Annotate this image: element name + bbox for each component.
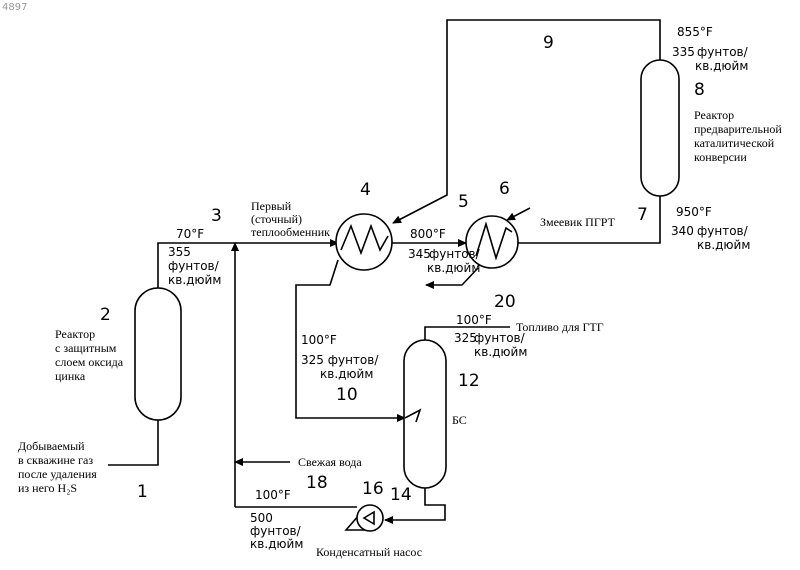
stream-8: 8 (694, 80, 705, 100)
stream-9-line (393, 20, 660, 223)
c9-press: 335 (672, 45, 695, 59)
stream-18: 18 (306, 473, 328, 493)
c5-unit1: фунтов/ (429, 247, 481, 261)
stream-7: 7 (637, 205, 648, 225)
c3-press: 355 (168, 245, 191, 259)
c10-unit2: кв.дюйм (320, 367, 373, 381)
condensate-pump (346, 505, 383, 531)
c18-press: 500 (250, 511, 273, 525)
stream-5: 5 (458, 192, 469, 212)
first-hx-label-3: теплообменник (251, 225, 330, 239)
c5-unit2: кв.дюйм (427, 261, 480, 275)
c7-press: 340 (671, 224, 694, 238)
stream-12: 12 (458, 371, 480, 391)
stream-14: 14 (390, 485, 412, 505)
c5-press: 345 (408, 247, 431, 261)
c20-temp: 100°F (456, 313, 492, 327)
zinc-reactor-label-4: цинка (55, 369, 86, 383)
c7-unit2: кв.дюйм (697, 238, 750, 252)
c7-temp: 950°F (676, 205, 712, 219)
separator-label: БС (452, 413, 467, 427)
feed-label-4: из него H₂S (18, 481, 77, 495)
prereformer-reactor (641, 60, 679, 196)
stream-2: 2 (100, 305, 111, 325)
c9-unit1: фунтов/ (697, 45, 749, 59)
pump-label: Конденсатный насос (316, 545, 422, 559)
zinc-reactor-label-2: с защитным (55, 341, 117, 355)
prereformer-label-2: предварительной (694, 122, 782, 136)
fresh-water-label: Свежая вода (298, 455, 362, 469)
c10-temp: 100°F (301, 333, 337, 347)
c9-temp: 855°F (677, 25, 713, 39)
c20-unit2: кв.дюйм (474, 345, 527, 359)
c10-press: 325 фунтов/ (301, 353, 379, 367)
stream-4: 4 (360, 180, 371, 200)
watermark-number: 4897 (2, 2, 27, 13)
c5-temp: 800°F (410, 227, 446, 241)
stream-1: 1 (137, 482, 148, 502)
c18-unit1: фунтов/ (250, 524, 302, 538)
first-hx-label-2: (сточный) (251, 212, 302, 226)
c18-unit2: кв.дюйм (250, 537, 303, 551)
c3-unit1: фунтов/ (168, 259, 220, 273)
feed-label-1: Добываемый (18, 439, 85, 453)
stream-9: 9 (543, 33, 554, 53)
first-hx-label-1: Первый (251, 199, 292, 213)
feed-line (108, 418, 158, 465)
feed-label-3: после удаления (18, 467, 97, 481)
fuel-label: Топливо для ГТГ (516, 320, 604, 334)
prereformer-label-4: конверсии (694, 150, 747, 164)
stream-20: 20 (494, 292, 516, 312)
separator-vessel (404, 340, 446, 488)
stream-10: 10 (336, 385, 358, 405)
prereformer-label-1: Реактор (694, 108, 734, 122)
coil-inlet-arrow (507, 208, 530, 220)
zinc-reactor-label-1: Реактор (55, 327, 95, 341)
first-heat-exchanger (336, 214, 392, 270)
c18-temp: 100°F (255, 488, 291, 502)
zinc-reactor-label-3: слоем оксида (55, 355, 124, 369)
stream-16: 16 (362, 479, 384, 499)
c7-unit1: фунтов/ (697, 224, 749, 238)
feed-label-2: в скважине газ (18, 453, 93, 467)
c3-temp: 70°F (176, 227, 204, 241)
coil-label: Змеевик ПГРТ (540, 215, 616, 229)
c3-unit2: кв.дюйм (168, 273, 221, 287)
c9-unit2: кв.дюйм (695, 59, 748, 73)
prereformer-label-3: каталитической (694, 136, 775, 150)
stream-3: 3 (211, 206, 222, 226)
zinc-oxide-reactor (135, 288, 181, 420)
stream-6: 6 (499, 179, 510, 199)
